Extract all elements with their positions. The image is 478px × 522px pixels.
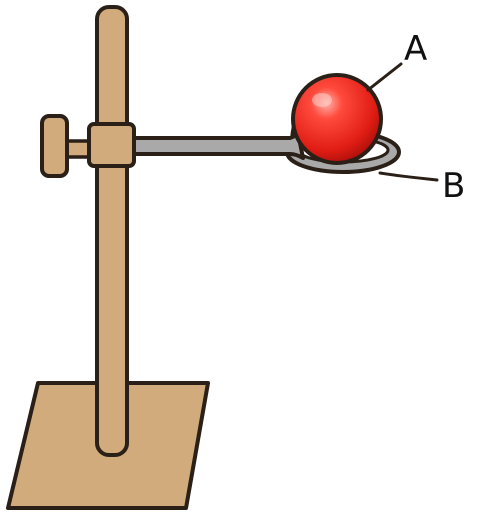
label-a: A [404, 29, 427, 69]
ball-a [291, 73, 383, 165]
stand-rod [95, 5, 129, 457]
ring-arm [128, 131, 305, 160]
label-b-leader [378, 171, 439, 182]
label-b: B [442, 166, 465, 206]
ball-a-highlight [312, 93, 332, 107]
label-a-leader [366, 62, 403, 92]
clamp-screw-knob [40, 114, 69, 178]
clamp-boss [87, 122, 136, 168]
